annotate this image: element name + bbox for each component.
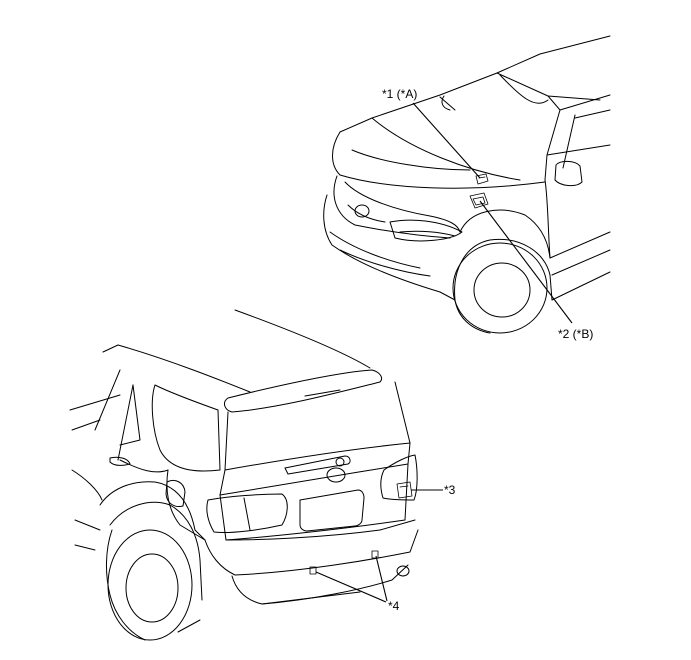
callout-label-2: *2 (*B) [558,327,593,341]
callout-label-3: *3 [444,483,456,497]
leader-line-2 [479,200,573,324]
leader-line-1 [412,102,481,179]
leader-line-4a [315,571,387,603]
leader-line-4b [375,555,388,602]
callout-label-4: *4 [388,599,400,613]
rear-vehicle-illustration [69,309,419,641]
callout-labels: *1 (*A) *2 (*B) *3 *4 [382,87,593,613]
front-vehicle-illustration [323,35,611,334]
callout-label-1: *1 (*A) [382,87,417,101]
leader-lines [315,102,573,603]
